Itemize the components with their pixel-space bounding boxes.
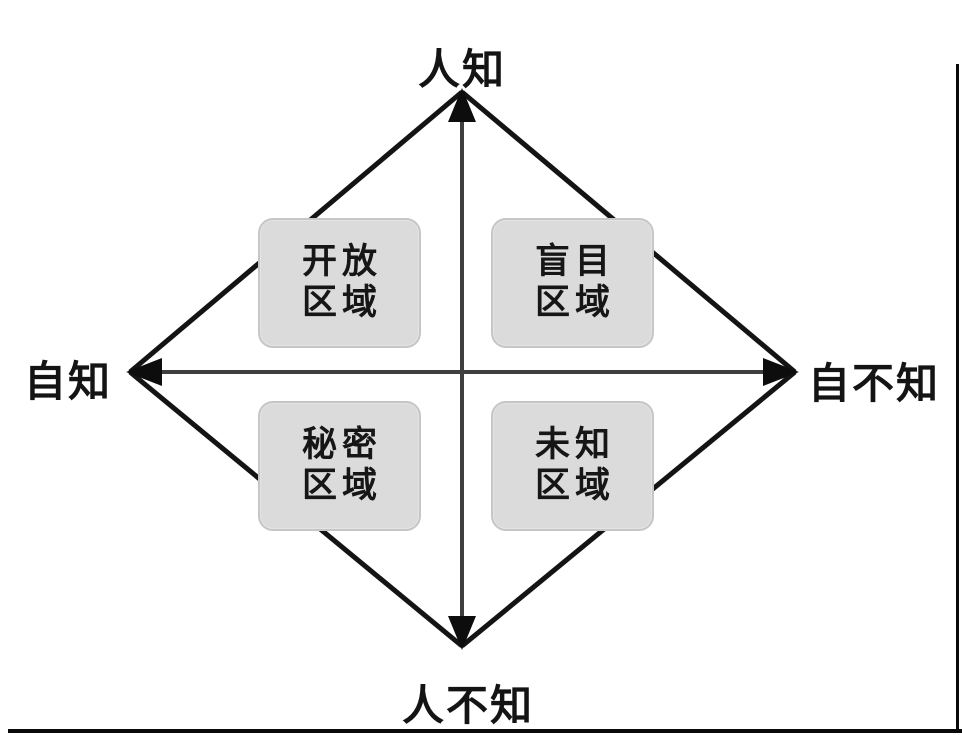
quadrant-hidden-area: 秘密 区域 [258,401,421,531]
axis-label-known-to-self: 自知 [24,357,113,406]
frame-bottom-line [8,729,962,733]
quadrant-label-line: 秘密 [301,424,382,465]
arrowhead-up-icon [448,88,476,122]
arrowhead-left-icon [126,358,162,386]
horizontal-axis-arrow [126,358,799,386]
quadrant-label-line: 开放 [301,241,382,282]
quadrant-label-line: 区域 [534,283,615,323]
quadrant-open-area: 开放 区域 [258,218,421,348]
quadrant-label-line: 盲目 [534,241,615,282]
axis-label-unknown-by-others: 人不知 [401,681,535,730]
axis-label-unknown-to-self: 自不知 [808,359,941,408]
quadrant-label-line: 未知 [534,424,615,465]
quadrant-label-line: 区域 [301,283,382,323]
vertical-axis-arrow [448,88,476,650]
quadrant-label-line: 区域 [534,466,615,506]
arrowhead-right-icon [763,358,799,386]
quadrant-unknown-area: 未知 区域 [491,401,654,531]
quadrant-blind-area: 盲目 区域 [491,218,654,348]
axis-label-known-by-others: 人知 [417,45,507,94]
arrowhead-down-icon [448,616,476,650]
frame-right-line [956,64,959,733]
quadrant-label-line: 区域 [301,466,382,506]
